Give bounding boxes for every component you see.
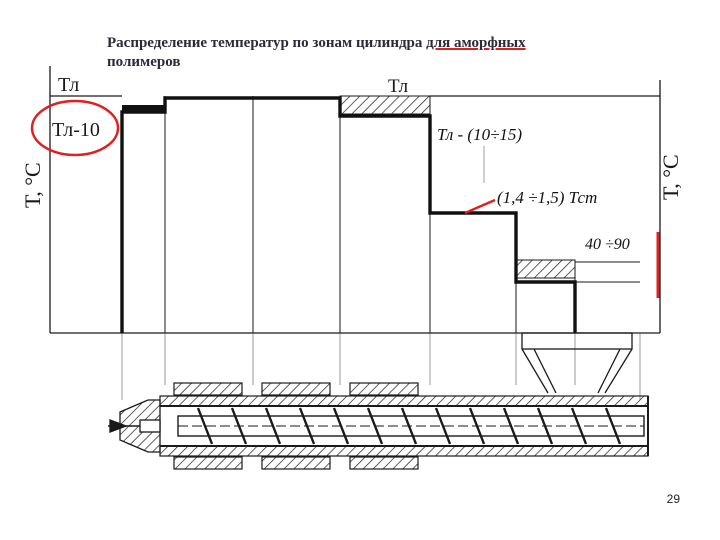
axis-right-label: Т, °С bbox=[658, 154, 683, 200]
zone-divider-lines bbox=[164, 96, 640, 333]
title-line2: полимеров bbox=[107, 54, 181, 70]
nozzle bbox=[108, 399, 161, 453]
title-line1-b: для аморфных bbox=[426, 35, 526, 51]
projection-lines bbox=[121, 333, 641, 400]
slide-title: Распределение температур по зонам цилинд… bbox=[107, 34, 627, 72]
zone-a-label: Тл - (10÷15) bbox=[437, 125, 522, 144]
zone1-marker bbox=[122, 105, 165, 112]
screw bbox=[177, 407, 645, 445]
heater-bands bbox=[173, 382, 419, 470]
hopper bbox=[521, 332, 633, 394]
zone-b-label: (1,4 ÷1,5) Тст bbox=[497, 188, 597, 207]
label-tl-minus: Тл-10 bbox=[52, 119, 100, 141]
axis-left-label: Т, °С bbox=[20, 162, 45, 208]
label-tl-left: Тл bbox=[58, 74, 79, 96]
label-tl-mid: Тл bbox=[388, 76, 409, 97]
title-line1-a: Распределение температур по зонам цилинд… bbox=[107, 35, 427, 51]
hatched-bands bbox=[339, 95, 576, 279]
zone-c-label: 40 ÷90 bbox=[585, 236, 630, 253]
cylinder-barrel bbox=[159, 395, 649, 457]
red-highlight-circle bbox=[30, 99, 120, 157]
page-number: 29 bbox=[666, 492, 680, 506]
red-pointer-line bbox=[464, 198, 496, 215]
